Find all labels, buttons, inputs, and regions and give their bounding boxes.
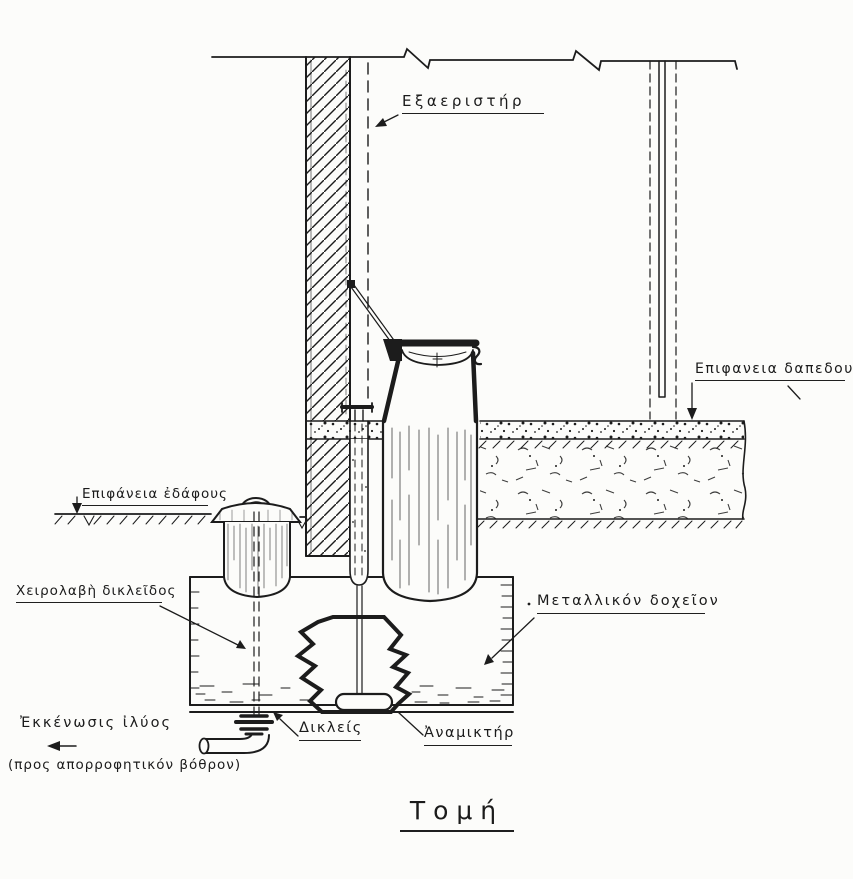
drain-valve	[234, 714, 274, 736]
mixer-shaft	[334, 585, 394, 712]
label-mixer: Ἀναμικτήρ	[424, 725, 513, 746]
drain-pipe	[198, 733, 270, 755]
label-drain-note: (προς απορροφητικόν βόθρον)	[8, 757, 242, 773]
label-valve-handle: Χειρολαβὴ δικλεῖδος	[16, 584, 175, 603]
shaft-casing	[349, 420, 369, 586]
right-wall	[649, 60, 677, 420]
flow-arrow	[47, 741, 77, 751]
label-metal-container: Μεταλλικόν δοχεῖον	[537, 593, 718, 614]
label-valve: Δικλείς	[299, 720, 361, 741]
label-floor-surface: Επιφανεια δαπεδου	[695, 361, 852, 382]
label-sludge-drain: Ἐκκένωσις ἰλύος	[20, 715, 172, 731]
leaders	[72, 114, 801, 737]
label-vent: Εξαεριστήρ	[402, 93, 544, 114]
ceiling-line	[211, 47, 738, 72]
subfloor-fill	[476, 420, 747, 529]
floor-pan	[381, 339, 483, 603]
valve-stem	[253, 511, 260, 715]
brace	[347, 280, 397, 346]
drawing-title: Τομή	[400, 797, 514, 832]
t-handle	[340, 402, 374, 422]
left-wall	[305, 56, 351, 557]
label-ground-surface: Επιφάνεια ἐδάφους	[82, 487, 227, 506]
lidded-can	[209, 497, 303, 599]
